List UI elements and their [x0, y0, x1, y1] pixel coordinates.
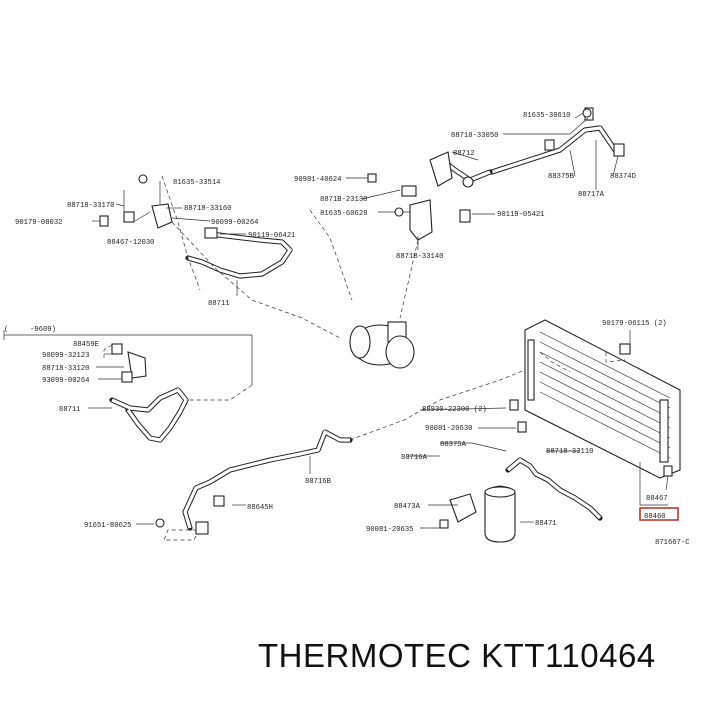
label-88712: 88712	[453, 150, 475, 158]
label-90119-05421: 90119-05421	[497, 211, 544, 219]
label-88375a: 88375A	[440, 441, 467, 449]
mount-bracket	[409, 199, 433, 241]
label-90081-20630: 90081-20630	[425, 425, 472, 433]
label-8871b-33140: 8871B-33140	[396, 253, 443, 261]
diagram-code: 871667-C	[655, 539, 690, 547]
condenser	[524, 319, 681, 479]
label-88711-left: 88711	[59, 406, 81, 414]
discharge-hose-assembly	[367, 107, 625, 241]
dryer-bracket	[449, 493, 477, 523]
label-88471: 88471	[535, 520, 557, 528]
hose-fitting	[204, 227, 218, 239]
circle-markers	[138, 108, 592, 528]
label-88374d: 88374D	[610, 173, 636, 181]
label-88718-33050: 88718-33050	[451, 132, 498, 140]
liquid-tube-88716b	[182, 429, 353, 535]
label-8871b-23130: 8871B-23130	[320, 196, 367, 204]
bolt	[111, 343, 123, 355]
bolt	[367, 173, 377, 183]
label-range-end: -9609)	[30, 326, 56, 334]
leader-lines	[3, 109, 669, 541]
label-88718-33170: 88718-33170	[67, 202, 114, 210]
highlight-box	[639, 507, 679, 521]
hose-clip	[123, 211, 135, 223]
bolt	[509, 399, 519, 411]
label-range-start: (	[4, 326, 8, 334]
hose-bracket	[429, 151, 453, 187]
label-91651-80625: 91651-80625	[84, 522, 131, 530]
label-88718-33160: 88718-33160	[184, 205, 231, 213]
label-90099-32123: 90099-32123	[42, 352, 89, 360]
compressor	[349, 321, 415, 369]
label-90179-06115: 90179-06115 (2)	[602, 320, 667, 328]
bolt	[121, 371, 133, 383]
tube-fitting	[195, 521, 209, 535]
label-88716b: 88716B	[305, 478, 332, 486]
label-81635-33514: 81635-33514	[173, 179, 220, 187]
label-88711-top: 88711	[208, 300, 230, 308]
pressure-switch	[213, 495, 225, 507]
label-88717a: 88717A	[578, 191, 605, 199]
bolt	[99, 215, 109, 227]
label-81635-30610: 81635-30610	[523, 112, 570, 120]
label-90179-08032: 90179-08032	[15, 219, 62, 227]
hose-fitting	[613, 143, 625, 157]
label-81635-60628: 81635-60628	[320, 210, 367, 218]
label-90981-40624: 90981-40624	[294, 176, 341, 184]
label-88645h: 88645H	[247, 504, 273, 512]
bolt	[619, 343, 631, 355]
label-88375b: 88375B	[548, 173, 575, 181]
label-88718-33120: 88718-33120	[42, 365, 89, 373]
hose-fitting	[401, 185, 417, 197]
liquid-tube-left	[109, 343, 189, 443]
product-caption: THERMOTEC KTT110464	[258, 637, 656, 674]
label-88716a: 88716A	[401, 454, 428, 462]
label-88467-12030: 88467-12030	[107, 239, 154, 247]
label-90099-00264: 90099-00264	[211, 219, 258, 227]
label-90119-06421: 90119-06421	[248, 232, 295, 240]
bolt	[459, 209, 471, 223]
label-90081-20635: 90081-20635	[366, 526, 413, 534]
label-88718-33110: 88718-33110	[546, 448, 593, 456]
label-88467: 88467	[646, 495, 668, 503]
label-88459e: 88459E	[73, 341, 99, 349]
label-88460: 88460	[644, 513, 666, 521]
hose-bracket	[151, 203, 173, 229]
part-labels: 81635-30610 88718-33050 88712 88375B 883…	[4, 112, 690, 547]
bolt	[517, 421, 527, 433]
label-88930-22300: 88930-22300 (2)	[422, 406, 487, 414]
hose-connector	[462, 176, 474, 188]
suction-hose-assembly	[99, 203, 293, 279]
bolt	[439, 519, 449, 529]
bolt	[663, 465, 673, 477]
label-93099-00264: 93099-00264	[42, 377, 89, 385]
label-88473a: 88473A	[394, 503, 421, 511]
hose-clamp	[544, 139, 555, 151]
receiver-dryer	[439, 399, 603, 543]
